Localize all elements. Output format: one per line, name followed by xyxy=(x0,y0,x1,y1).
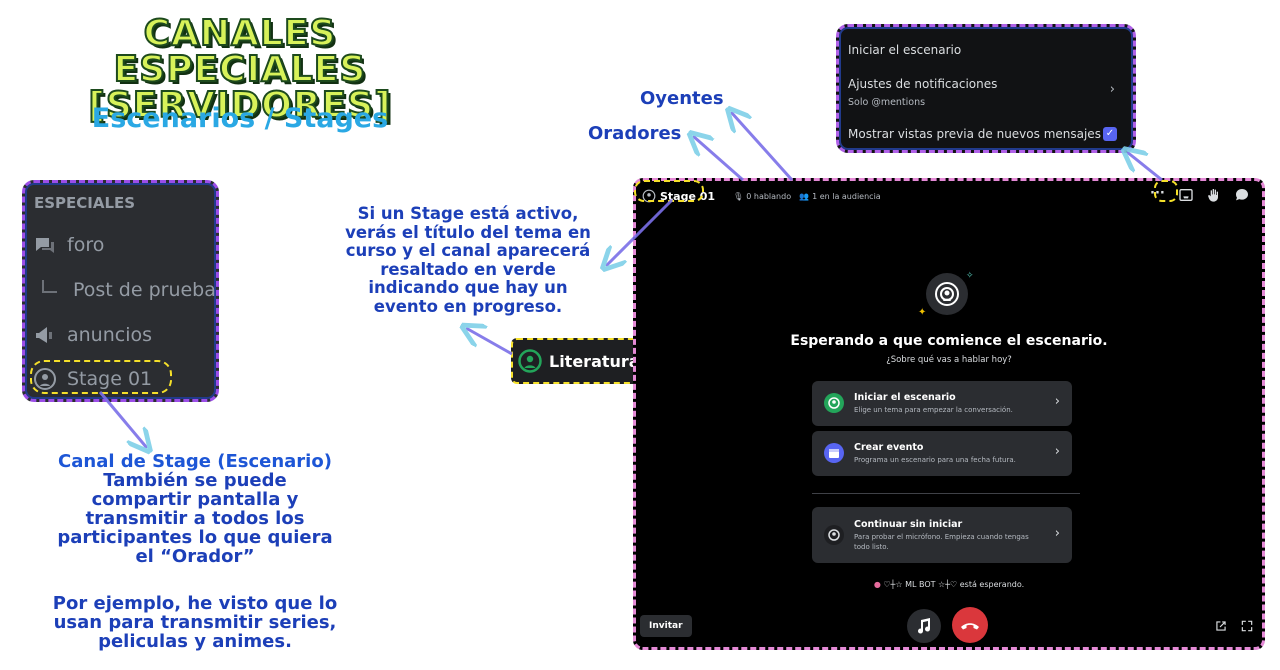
chevron-right-icon: › xyxy=(1054,526,1060,541)
annotation-line: Por ejemplo, he visto que lo xyxy=(52,593,338,614)
menu-item-start-stage[interactable]: Iniciar el escenario xyxy=(848,43,962,57)
fullscreen-icon[interactable] xyxy=(1240,619,1254,633)
active-annotation: Si un Stage está activo, verás el título… xyxy=(318,204,618,316)
annotation-line: resaltado en verde xyxy=(380,259,556,279)
raise-hand-icon[interactable] xyxy=(1206,187,1222,203)
annotation-line: compartir pantalla y xyxy=(91,489,299,510)
inbox-icon[interactable] xyxy=(1178,187,1194,203)
canal-heading: Canal de Stage (Escenario) xyxy=(58,451,332,472)
title-line-2: [SERVIDORES] xyxy=(87,85,392,126)
canal-annotation: Canal de Stage (Escenario) También se pu… xyxy=(20,452,370,566)
annotation-line: verás el título del tema en xyxy=(345,222,591,242)
menu-item-notification-sub: Solo @mentions xyxy=(848,97,926,108)
annotation-line: Si un Stage está activo, xyxy=(357,204,579,223)
checkbox-checked-icon[interactable]: ✓ xyxy=(1103,127,1117,141)
title-line-1: CANALES ESPECIALES xyxy=(113,13,367,90)
sidebar-item-post[interactable]: Post de prueba xyxy=(39,278,216,302)
annotation-line: evento en progreso. xyxy=(373,296,563,316)
annotation-line: participantes lo que quiera xyxy=(57,527,333,548)
stage-start-icon xyxy=(824,393,844,413)
annotation-line: También se puede xyxy=(103,470,287,491)
forum-icon xyxy=(36,238,54,253)
continue-without-start-card[interactable]: Continuar sin iniciar Para probar el mic… xyxy=(812,507,1072,563)
annotation-line: transmitir a todos los xyxy=(85,508,305,529)
invite-button[interactable]: Invitar xyxy=(640,615,692,637)
bottom-right-actions xyxy=(1214,619,1254,633)
calendar-icon xyxy=(824,443,844,463)
sparkle-icon: ✦ xyxy=(918,307,927,318)
stage-illustration xyxy=(926,273,968,315)
stage-broadcast-icon xyxy=(935,282,959,306)
highlight-outline xyxy=(30,360,172,394)
sparkle-icon: ✧ xyxy=(966,271,974,281)
bot-waiting-status: ● ♡┼☆ ML BOT ☆┼♡ está esperando. xyxy=(636,580,1262,589)
soundboard-button[interactable] xyxy=(907,609,941,643)
menu-item-notification-settings[interactable]: Ajustes de notificaciones xyxy=(848,77,998,91)
channel-sidebar: ESPECIALES foro Post de prueba anuncios … xyxy=(22,180,219,402)
annotation-line: curso y el canal aparecerá xyxy=(345,241,591,260)
pop-out-icon[interactable] xyxy=(1214,619,1228,633)
card-description: Para probar el micrófono. Empieza cuando… xyxy=(854,533,1029,551)
card-title: Iniciar el escenario xyxy=(854,392,956,403)
annotation-line: el “Orador” xyxy=(135,546,255,567)
page-title: CANALES ESPECIALES [SERVIDORES] xyxy=(40,13,440,126)
oyentes-label: Oyentes xyxy=(640,88,724,109)
stage-live-icon xyxy=(518,349,542,373)
hang-up-icon xyxy=(961,623,979,630)
chevron-right-icon: › xyxy=(1054,394,1060,409)
sidebar-item-label: foro xyxy=(67,234,105,256)
bot-waiting-text: ♡┼☆ ML BOT ☆┼♡ está esperando. xyxy=(883,580,1025,589)
sidebar-item-label: Post de prueba xyxy=(73,279,216,301)
example-annotation: Por ejemplo, he visto que lo usan para t… xyxy=(20,594,370,651)
stage-mic-icon xyxy=(824,525,844,545)
arrow xyxy=(1127,152,1163,182)
chevron-right-icon: › xyxy=(1109,82,1115,97)
chevron-right-icon: › xyxy=(1054,444,1060,459)
waiting-title: Esperando a que comience el escenario. xyxy=(790,333,1108,349)
annotation-line: indicando que hay un xyxy=(368,278,568,297)
create-event-card[interactable]: Crear evento Programa un escenario para … xyxy=(812,431,1072,476)
oradores-label: Oradores xyxy=(588,123,682,144)
card-title: Crear evento xyxy=(854,442,924,453)
menu-item-show-previews[interactable]: Mostrar vistas previa de nuevos mensajes xyxy=(848,127,1101,141)
annotation-line: usan para transmitir series, xyxy=(53,612,337,633)
topbar-actions: ··· xyxy=(1150,187,1250,203)
waiting-subtitle: ¿Sobre qué vas a hablar hoy? xyxy=(886,355,1012,365)
card-title: Continuar sin iniciar xyxy=(854,519,963,530)
audience-count: 1 en la audiencia xyxy=(812,191,881,201)
card-description: Programa un escenario para una fecha fut… xyxy=(854,456,1016,464)
arrow xyxy=(693,136,744,182)
stage-panel: Stage 01 🎙 0 hablando 👥 1 en la audienci… xyxy=(633,178,1265,650)
arrow xyxy=(466,328,513,356)
start-stage-card[interactable]: Iniciar el escenario Elige un tema para … xyxy=(812,381,1072,426)
audience-icon: 👥 xyxy=(799,191,810,201)
category-label: ESPECIALES xyxy=(34,194,136,212)
annotation-line: peliculas y animes. xyxy=(98,631,292,652)
megaphone-icon xyxy=(36,327,52,343)
sidebar-item-foro[interactable]: foro xyxy=(33,233,104,257)
stage-title-highlight xyxy=(634,180,704,202)
channel-context-menu: Iniciar el escenario Ajustes de notifica… xyxy=(836,24,1136,153)
sidebar-item-anuncios[interactable]: anuncios xyxy=(33,323,152,347)
chat-bubble-icon[interactable] xyxy=(1234,187,1250,203)
page-subtitle: Escenarios / Stages xyxy=(91,103,389,134)
speaking-count: 0 hablando xyxy=(746,191,792,201)
card-description: Elige un tema para empezar la conversaci… xyxy=(854,406,1013,414)
microphone-icon: 🎙 xyxy=(733,191,744,201)
more-options-highlight xyxy=(1154,180,1178,202)
music-note-icon xyxy=(918,618,931,634)
disconnect-button[interactable] xyxy=(952,607,988,643)
section-divider xyxy=(812,493,1080,494)
bot-avatar-icon: ● xyxy=(873,580,881,589)
thread-branch-icon xyxy=(42,280,57,293)
sidebar-item-label: Stage 01 xyxy=(67,368,153,390)
arrow xyxy=(731,112,794,182)
sidebar-item-label: anuncios xyxy=(67,324,153,346)
